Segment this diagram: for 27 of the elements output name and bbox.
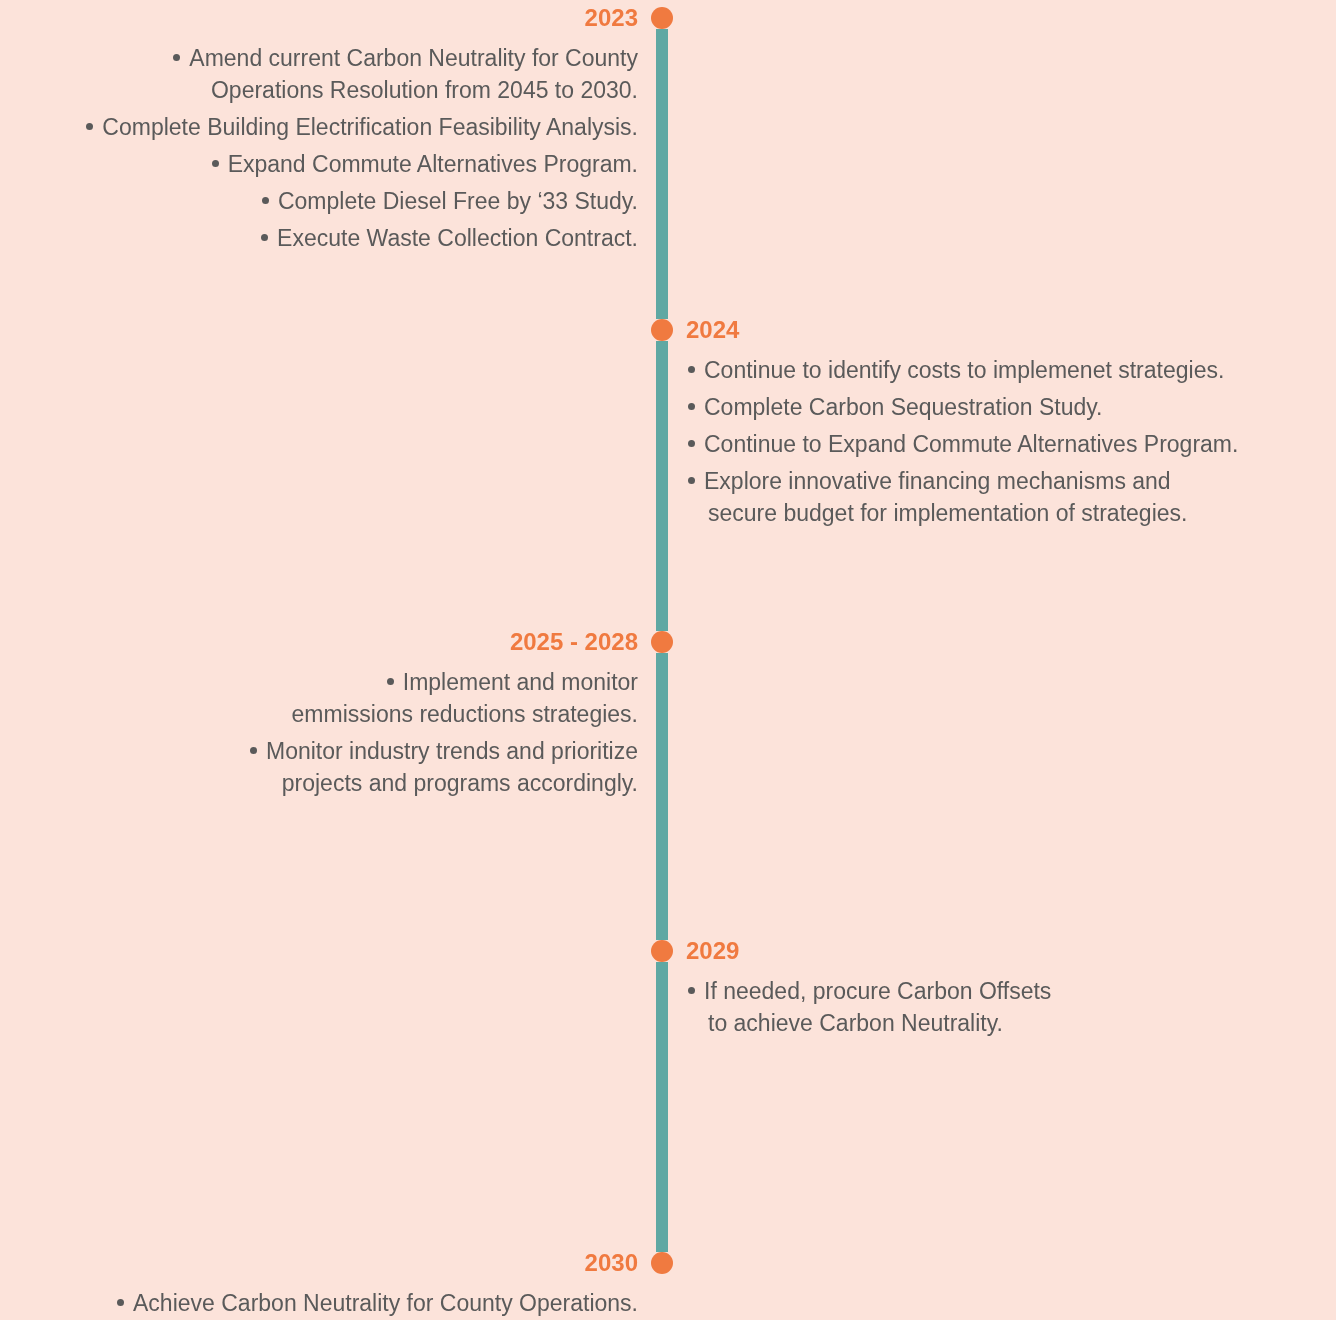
year-label: 2030 [584, 1249, 638, 1277]
bullet-item: Implement and monitor emmissions reductions strategies. [290, 668, 638, 729]
bullet-item: Execute Waste Collection Contract. [0, 222, 638, 254]
timeline-line [656, 962, 668, 1252]
bullet-item: Expand Commute Alternatives Program. [0, 148, 638, 180]
bullet-item: Achieve Carbon Neutrality for County Operations. [0, 1287, 638, 1319]
timeline-dot [651, 319, 673, 341]
bullet-item: Explore innovative financing mechanisms and secure budget for implementation of strategies. [688, 465, 1328, 529]
bullet-item: Amend current Carbon Neutrality for County Operations Resolution from 2045 to 2030. [0, 42, 638, 106]
timeline-dot [651, 1252, 673, 1274]
bullet-item: If needed, procure Carbon Offsets to achieve Carbon Neutrality. [688, 975, 1128, 1039]
bullet-item: Complete Carbon Sequestration Study. [688, 391, 1328, 423]
timeline-line [656, 653, 668, 940]
year-label: 2024 [686, 316, 740, 344]
year-label: 2029 [686, 937, 740, 965]
year-label: 2025 - 2028 [509, 628, 638, 656]
timeline-line [656, 341, 668, 631]
bullet-item: Monitor industry trends and prioritize projects and programs accordingly. [218, 735, 638, 799]
bullet-item: Continue to Expand Commute Alternatives Program. [688, 428, 1328, 460]
bullet-item: Continue to identify costs to implemenet strategies. [688, 354, 1328, 386]
timeline-dot [651, 631, 673, 653]
timeline-dot [651, 940, 673, 962]
bullet-item: Complete Building Electrification Feasibility Analysis. [0, 111, 638, 143]
bullet-item: Complete Diesel Free by ‘33 Study. [0, 185, 638, 217]
year-label: 2023 [584, 4, 638, 32]
timeline-dot [651, 7, 673, 29]
timeline-line [656, 29, 668, 319]
